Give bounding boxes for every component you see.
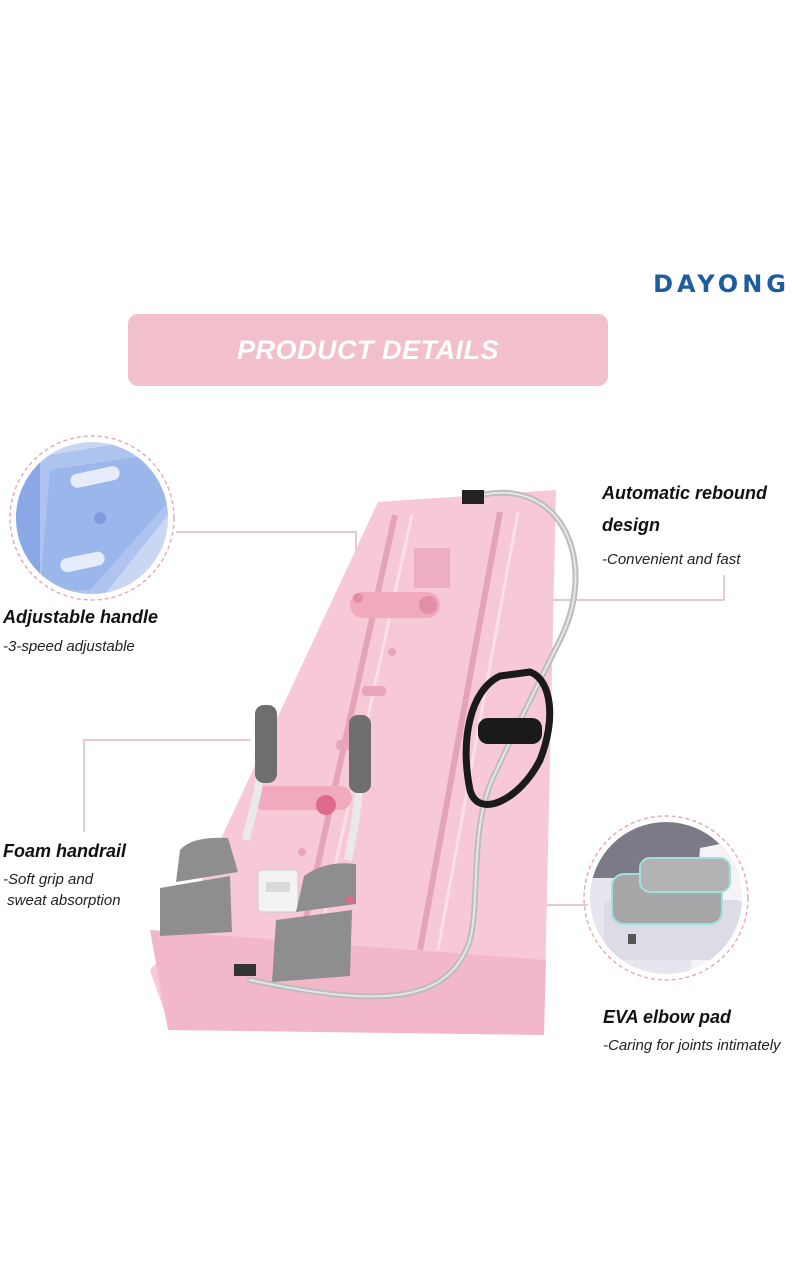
foam-handrail-title: Foam handrail (3, 841, 127, 861)
automatic-rebound-title-line2: design (602, 515, 661, 535)
ab-board-body (150, 490, 556, 1035)
adjustable-handle-subtitle: -3-speed adjustable (3, 638, 135, 655)
banner-title: PRODUCT DETAILS (237, 334, 499, 365)
adjustable-handle-title: Adjustable handle (3, 607, 159, 627)
resistance-band (247, 489, 579, 1000)
brand-logo: DAYONG (653, 270, 790, 298)
eva-elbow-pad-subtitle: -Caring for joints intimately (603, 1037, 781, 1054)
eva-elbow-pad-title: EVA elbow pad (603, 1007, 732, 1027)
automatic-rebound-subtitle: -Convenient and fast (602, 551, 741, 568)
automatic-rebound-title-line1: Automatic rebound (602, 483, 767, 503)
product-details-banner: PRODUCT DETAILS (128, 314, 608, 386)
foam-handrail-subtitle-line1: -Soft grip and (3, 871, 94, 888)
handle-detail-icon (9, 435, 175, 601)
elbow-pad-detail-icon (583, 815, 749, 981)
foam-handrail-subtitle-line2: sweat absorption (3, 892, 121, 909)
